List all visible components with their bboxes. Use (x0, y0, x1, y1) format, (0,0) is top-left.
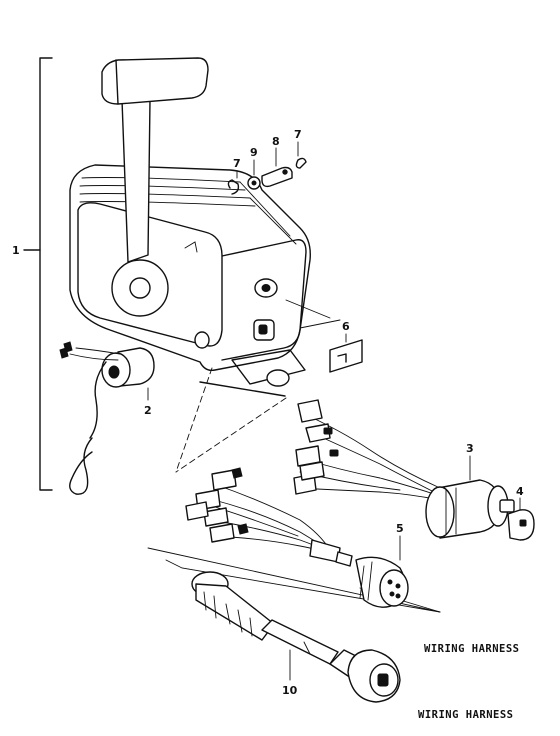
captions: WIRING HARNESS WIRING HARNESS (418, 643, 520, 721)
callout-1: 1 (12, 244, 20, 257)
wiring-harness-part-10 (191, 571, 401, 703)
assembly-bracket (23, 57, 53, 491)
plate-part-6 (285, 299, 363, 373)
small-hardware (227, 141, 307, 195)
callout-10: 10 (282, 684, 298, 697)
callout-3: 3 (466, 442, 474, 455)
ignition-key-part-4 (507, 497, 535, 541)
caption-wiring-harness-upper: WIRING HARNESS (424, 643, 520, 655)
callout-7-left: 7 (233, 157, 241, 170)
main-switch-part-3 (425, 455, 515, 539)
callout-4: 4 (516, 485, 524, 498)
lanyard-switch-part-2 (59, 341, 155, 495)
callout-5: 5 (396, 522, 404, 535)
callout-9: 9 (250, 146, 258, 159)
wiring-connectors-upper (293, 399, 441, 501)
caption-wiring-harness-lower: WIRING HARNESS (418, 709, 514, 721)
callout-labels: 1 2 3 4 5 6 7 7 8 9 10 (12, 128, 524, 697)
wiring-connectors-lower (185, 467, 353, 567)
harness-connector-part-5 (355, 535, 409, 608)
control-lever (101, 57, 209, 263)
callout-2: 2 (144, 404, 152, 417)
callout-6: 6 (342, 320, 350, 333)
callout-8: 8 (272, 135, 280, 148)
callout-7-right: 7 (294, 128, 302, 141)
